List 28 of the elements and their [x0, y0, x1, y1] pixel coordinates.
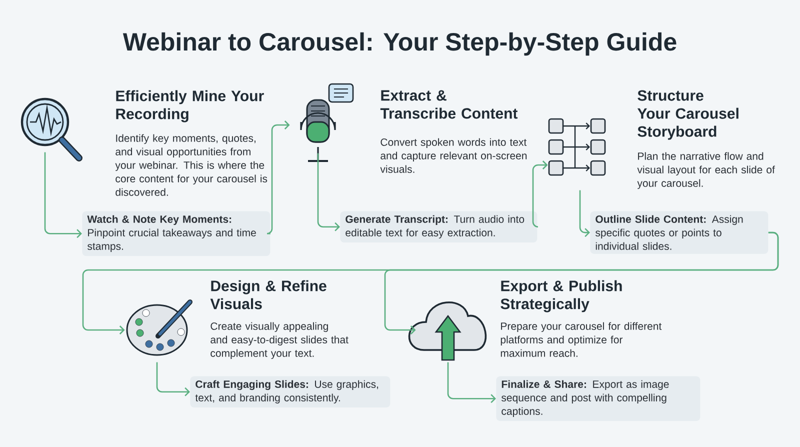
- detail-box: Craft Engaging Slides: Use graphics, text, and branding consistently.: [190, 376, 390, 408]
- step-heading: Efficiently Mine Your Recording: [116, 90, 264, 122]
- connector-arrow: [44, 152, 82, 238]
- detail-box: Generate Transcript: Turn audio into editable text for easy extraction.: [340, 211, 538, 242]
- cloud-upload-drawing: [408, 302, 487, 361]
- step-heading: Design & Refine Visuals: [210, 280, 326, 310]
- connector-arrow: [384, 232, 779, 334]
- step-description: Identify key moments, quotes, and visual opportunities from your webinar. This is where the core content for your carousel is discovered.: [115, 134, 268, 196]
- storyboard-drawing: [548, 118, 606, 176]
- title: Webinar to Carousel: Your Step-by-Step Guide: [122, 32, 676, 56]
- detail-box: Watch & Note Key Moments: Pinpoint crucial takeaways and time stamps.: [82, 211, 270, 256]
- step-description: Create visually appealing and easy-to-digest slides that complement your text.: [210, 322, 348, 359]
- step-description: Prepare your carousel for different platforms and optimize for maximum reach.: [500, 322, 662, 357]
- connector-arrow: [156, 362, 190, 396]
- connector-arrow: [317, 153, 340, 232]
- step-description: Plan the narrative flow and visual layout for each slide of your carousel.: [637, 152, 775, 189]
- magnifier-drawing: [20, 98, 82, 162]
- connector-arrow: [532, 160, 548, 228]
- microphone-drawing: [300, 83, 354, 162]
- connector-arrow: [579, 190, 590, 238]
- palette-drawing: [126, 300, 192, 356]
- step-heading: Extract & Transcribe Content: [380, 90, 518, 119]
- detail-box: Outline Slide Content: Assign specific quotes or points to individual slides.: [590, 211, 768, 254]
- connector-arrow: [447, 362, 496, 404]
- detail-box: Finalize & Share: Export as image sequence and post with compelling captions.: [496, 376, 700, 421]
- step-description: Convert spoken words into text and capture relevant on-screen visuals.: [380, 138, 527, 173]
- step-heading: Export & Publish Strategically: [500, 280, 622, 312]
- step-heading: Structure Your Carousel Storyboard: [637, 90, 738, 140]
